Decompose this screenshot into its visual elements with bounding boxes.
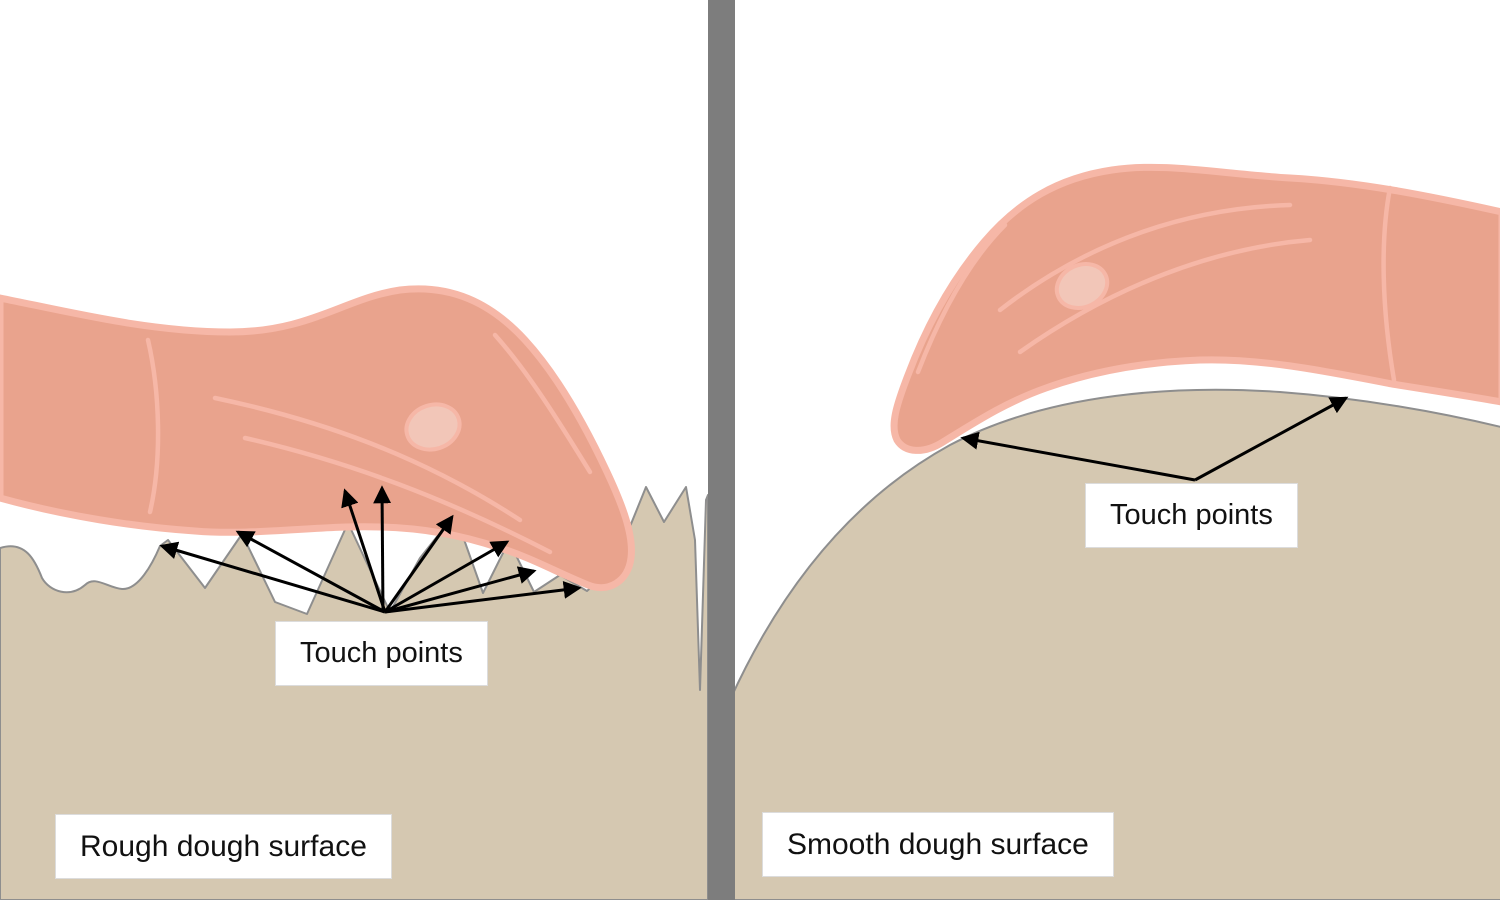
touch-point-arrow — [384, 566, 537, 614]
left-hand-illustration — [0, 285, 635, 592]
caption-smooth-dough-surface: Smooth dough surface — [762, 812, 1114, 877]
touch-point-arrow — [960, 431, 1196, 482]
touch-point-arrow — [1194, 396, 1349, 482]
right-panel — [729, 163, 1500, 900]
touch-point-arrow — [383, 514, 454, 613]
touch-point-arrow — [159, 541, 386, 614]
right-hand-finger-line — [915, 222, 1008, 375]
touch-point-arrows-right — [960, 396, 1349, 482]
panel-divider — [708, 0, 735, 900]
left-hand-wrist-line — [145, 337, 161, 515]
rough-dough-surface-shape — [0, 486, 709, 900]
right-hand-finger-line — [1017, 237, 1313, 355]
left-hand-finger-line — [212, 395, 523, 523]
right-hand-illustration — [890, 163, 1500, 454]
right-hand-thumbnail — [1054, 262, 1110, 310]
right-hand-silhouette — [890, 163, 1500, 454]
touch-points-label-left: Touch points — [275, 621, 488, 686]
touch-point-arrow — [341, 488, 387, 613]
touch-point-arrow — [384, 580, 582, 614]
touch-point-arrow — [373, 485, 392, 613]
left-hand-finger-line — [492, 332, 593, 475]
left-panel — [0, 285, 709, 900]
smooth-dough-surface-shape — [729, 388, 1500, 900]
touch-points-label-right: Touch points — [1085, 483, 1298, 548]
right-hand-wrist-line — [1381, 185, 1397, 383]
touch-point-arrow — [235, 530, 386, 614]
caption-rough-dough-surface: Rough dough surface — [55, 814, 392, 879]
left-hand-finger-line — [242, 435, 553, 555]
right-hand-finger-line — [997, 202, 1293, 313]
left-hand-thumbnail — [404, 402, 462, 452]
touch-point-arrows-left — [159, 485, 582, 614]
touch-point-arrow — [384, 540, 510, 614]
